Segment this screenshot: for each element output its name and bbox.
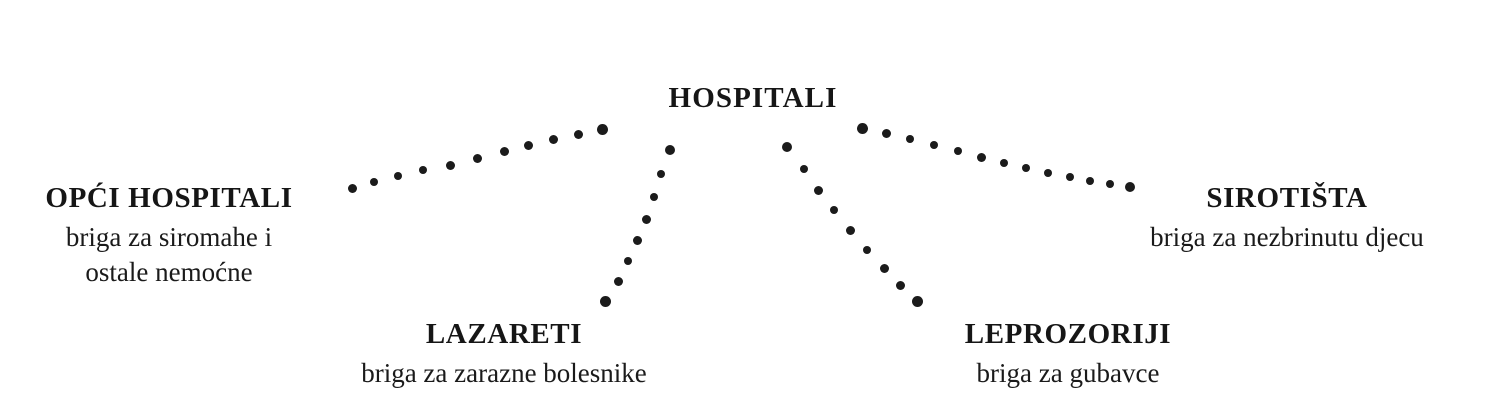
connector-dot (976, 152, 986, 162)
node-hospitali: HOSPITALI (0, 84, 1506, 113)
connector-dot (499, 146, 509, 156)
node-hospitali-title: HOSPITALI (668, 82, 838, 114)
connector-dot (573, 129, 583, 139)
connector-dot (1000, 159, 1008, 167)
connector-dot (523, 140, 533, 150)
connector-dot (930, 141, 938, 149)
node-opci-hospitali: OPĆI HOSPITALI briga za siromahe i ostal… (0, 184, 338, 290)
connector-dot (1044, 169, 1052, 177)
node-sirotista-description: briga za nezbrinutu djecu (1150, 222, 1424, 252)
connector-dot (845, 225, 855, 235)
connector-dot (596, 123, 608, 135)
node-sirotista-title: SIROTIŠTA (1206, 182, 1368, 214)
connector-dot (650, 193, 658, 201)
connector-dot (954, 147, 962, 155)
connector-dot (863, 246, 871, 254)
connector-dot (906, 135, 914, 143)
connector-dot (370, 178, 378, 186)
connector-dot (830, 206, 838, 214)
connector-dot (394, 172, 402, 180)
node-opci-hospitali-title: OPĆI HOSPITALI (45, 182, 293, 214)
connector-dot (657, 170, 665, 178)
node-sirotista: SIROTIŠTA briga za nezbrinutu djecu (1068, 184, 1506, 255)
node-lazareti: LAZARETI briga za zarazne bolesnike (280, 320, 728, 391)
node-leprozoriji-title: LEPROZORIJI (964, 318, 1172, 350)
connector-dot (665, 145, 675, 155)
node-lazareti-title: LAZARETI (425, 318, 583, 350)
connector-dot (881, 128, 891, 138)
connector-dot (641, 214, 651, 224)
connector-dot (800, 165, 808, 173)
connector-dot (879, 263, 889, 273)
connector-dot (895, 280, 905, 290)
connector-dot (632, 235, 642, 245)
node-leprozoriji-description: briga za gubavce (976, 358, 1160, 388)
connector-dot (1022, 164, 1030, 172)
connector-dot (419, 166, 427, 174)
connector-dot (624, 257, 632, 265)
connector-dot (1066, 173, 1074, 181)
connector-dot (599, 295, 611, 307)
connector-dot (856, 122, 868, 134)
node-leprozoriji: LEPROZORIJI briga za gubavce (898, 320, 1238, 391)
node-lazareti-description: briga za zarazne bolesnike (361, 358, 647, 388)
connector-dot (347, 183, 357, 193)
connector-dot (911, 295, 923, 307)
node-opci-hospitali-description: briga za siromahe i ostale nemoćne (65, 222, 273, 288)
connector-dot (548, 134, 558, 144)
connector-dot (445, 160, 455, 170)
connector-dot (782, 142, 792, 152)
connector-dot (613, 276, 623, 286)
connector-dot (472, 153, 482, 163)
connector-dot (813, 185, 823, 195)
